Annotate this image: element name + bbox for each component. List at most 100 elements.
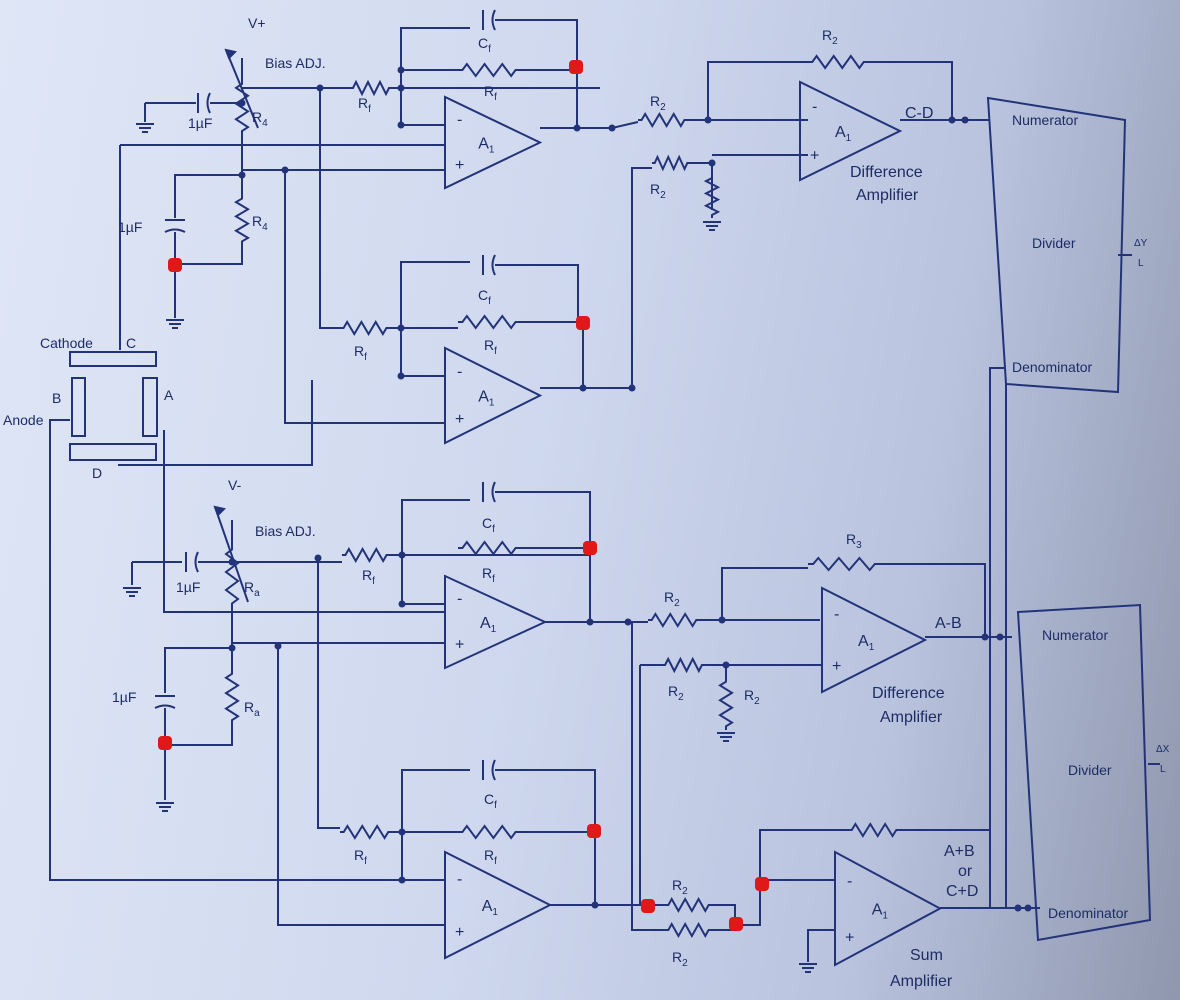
divider-bottom-numerator: Numerator	[1042, 627, 1108, 643]
red-marker	[587, 824, 601, 838]
divider-bottom	[1016, 603, 1152, 942]
resistor	[342, 546, 390, 564]
resistor	[458, 314, 520, 330]
divider-bottom-output-bottom: L	[1160, 764, 1166, 775]
r2-bottom-ground-label-subscript: 2	[678, 692, 684, 703]
resistor	[340, 824, 392, 840]
ra-top-label-main: R	[244, 579, 254, 595]
sum-amp-label-1: Sum	[910, 947, 943, 964]
wire	[721, 567, 808, 620]
rf-bottom2-label-subscript: f	[364, 856, 367, 867]
rf-bottom-fb-label-subscript: f	[492, 574, 495, 585]
wire	[401, 769, 470, 832]
capacitor-plate	[491, 254, 496, 276]
opamp-sum-plus: +	[845, 929, 854, 946]
rf-top2-fb-label-main: R	[484, 337, 494, 353]
cf-bottom2-label: Cf	[484, 791, 497, 811]
bias-adj-top-label: Bias ADJ.	[265, 55, 326, 71]
rf-top2-label-main: R	[354, 343, 364, 359]
junction-dot	[718, 616, 726, 624]
junction-dot	[579, 384, 587, 392]
cf-top-label: Cf	[478, 35, 491, 55]
resistor	[234, 195, 250, 245]
junction-dot	[314, 554, 322, 562]
red-markers	[158, 60, 769, 931]
wire	[707, 61, 808, 120]
wire	[738, 879, 835, 926]
wire	[401, 499, 470, 555]
cathode-plate	[69, 351, 157, 367]
r2-bottom-shunt-label: R2	[744, 687, 760, 707]
opamp-top-2-minus: -	[457, 364, 462, 381]
resistor	[350, 79, 392, 97]
r2-bottom-shunt-label-main: R	[744, 687, 754, 703]
rf-bottom-label: Rf	[362, 567, 375, 587]
opamp-top-1-label-subscript: 1	[489, 145, 495, 156]
r3-label: R3	[846, 531, 862, 551]
rf-top-fb-label-subscript: f	[494, 92, 497, 103]
opamp-diff-1-plus: +	[810, 147, 819, 164]
junction-dot	[981, 633, 989, 641]
capacitor-plate	[491, 759, 496, 781]
diff-amp-label-2: Amplifier	[856, 187, 919, 204]
v-minus-label: V-	[228, 477, 242, 493]
diff-amp-2-label-1: Difference	[872, 685, 945, 702]
r2-top-label: R2	[650, 93, 666, 113]
junction-dots	[228, 66, 1032, 912]
r2-top-ground-label-main: R	[650, 181, 660, 197]
r4-top-label-subscript: 4	[262, 118, 268, 129]
resistor	[652, 154, 690, 172]
opamp-diff-2-label-main: A	[858, 633, 869, 650]
wire	[631, 622, 665, 931]
opamp-top-1-minus: -	[457, 111, 462, 128]
wire	[284, 170, 445, 424]
sum-output-label-3: C+D	[946, 883, 978, 900]
r2-top-fb-label-subscript: 2	[832, 36, 838, 47]
divider-top-denominator: Denominator	[1012, 359, 1092, 375]
r4-bottom-label: R4	[252, 213, 268, 233]
capacitor-plate	[164, 228, 186, 233]
resistor	[458, 62, 520, 78]
sum-output-label-1: A+B	[944, 843, 975, 860]
junction-dot	[238, 171, 246, 179]
cf-top2-label-subscript: f	[488, 296, 491, 307]
opamp-sum-label-subscript: 1	[882, 911, 888, 922]
r4-top-label: R4	[252, 109, 268, 129]
diff-amp-label-1: Difference	[850, 164, 923, 181]
junction-dot	[591, 901, 599, 909]
wire	[880, 563, 986, 637]
divider-top-numerator: Numerator	[1012, 112, 1078, 128]
wire	[807, 929, 835, 962]
cathode-c-label: C	[126, 335, 136, 351]
sum-amp-label-2: Amplifier	[890, 973, 953, 990]
rf-bottom-label-main: R	[362, 567, 372, 583]
rf-top-label-subscript: f	[368, 104, 371, 115]
opamp-top-1	[444, 95, 543, 190]
cf-top2-label: Cf	[478, 287, 491, 307]
opamp-bottom-1-minus: -	[457, 591, 462, 608]
wire	[118, 380, 313, 466]
resistor	[458, 824, 520, 840]
opamp-bottom-1-label: A1	[480, 615, 497, 635]
circuit-wires	[49, 19, 1160, 962]
cap-bottom-2-1uf-label: 1µF	[112, 689, 136, 705]
red-marker	[729, 917, 743, 931]
r2-top-label-subscript: 2	[660, 102, 666, 113]
wire	[868, 61, 953, 120]
ra-top-label-subscript: a	[254, 588, 260, 599]
v-plus-label: V+	[248, 15, 266, 31]
junction-dot	[996, 633, 1004, 641]
wire	[520, 321, 584, 388]
ra-bottom-label-subscript: a	[254, 708, 260, 719]
rf-bottom2-label: Rf	[354, 847, 367, 867]
r2-sum-bottom-label: R2	[672, 949, 688, 969]
rf-top2-fb-label-subscript: f	[494, 346, 497, 357]
ra-bottom-label: Ra	[244, 699, 260, 719]
arrow-head	[224, 48, 237, 60]
rf-top2-label: Rf	[354, 343, 367, 363]
circuit-labels: -+A1-+A1-+A1C-DDifferenceAmplifierCathod…	[3, 15, 1170, 990]
junction-dot	[397, 121, 405, 129]
wire	[319, 88, 340, 329]
cf-bottom2-label-subscript: f	[494, 800, 497, 811]
